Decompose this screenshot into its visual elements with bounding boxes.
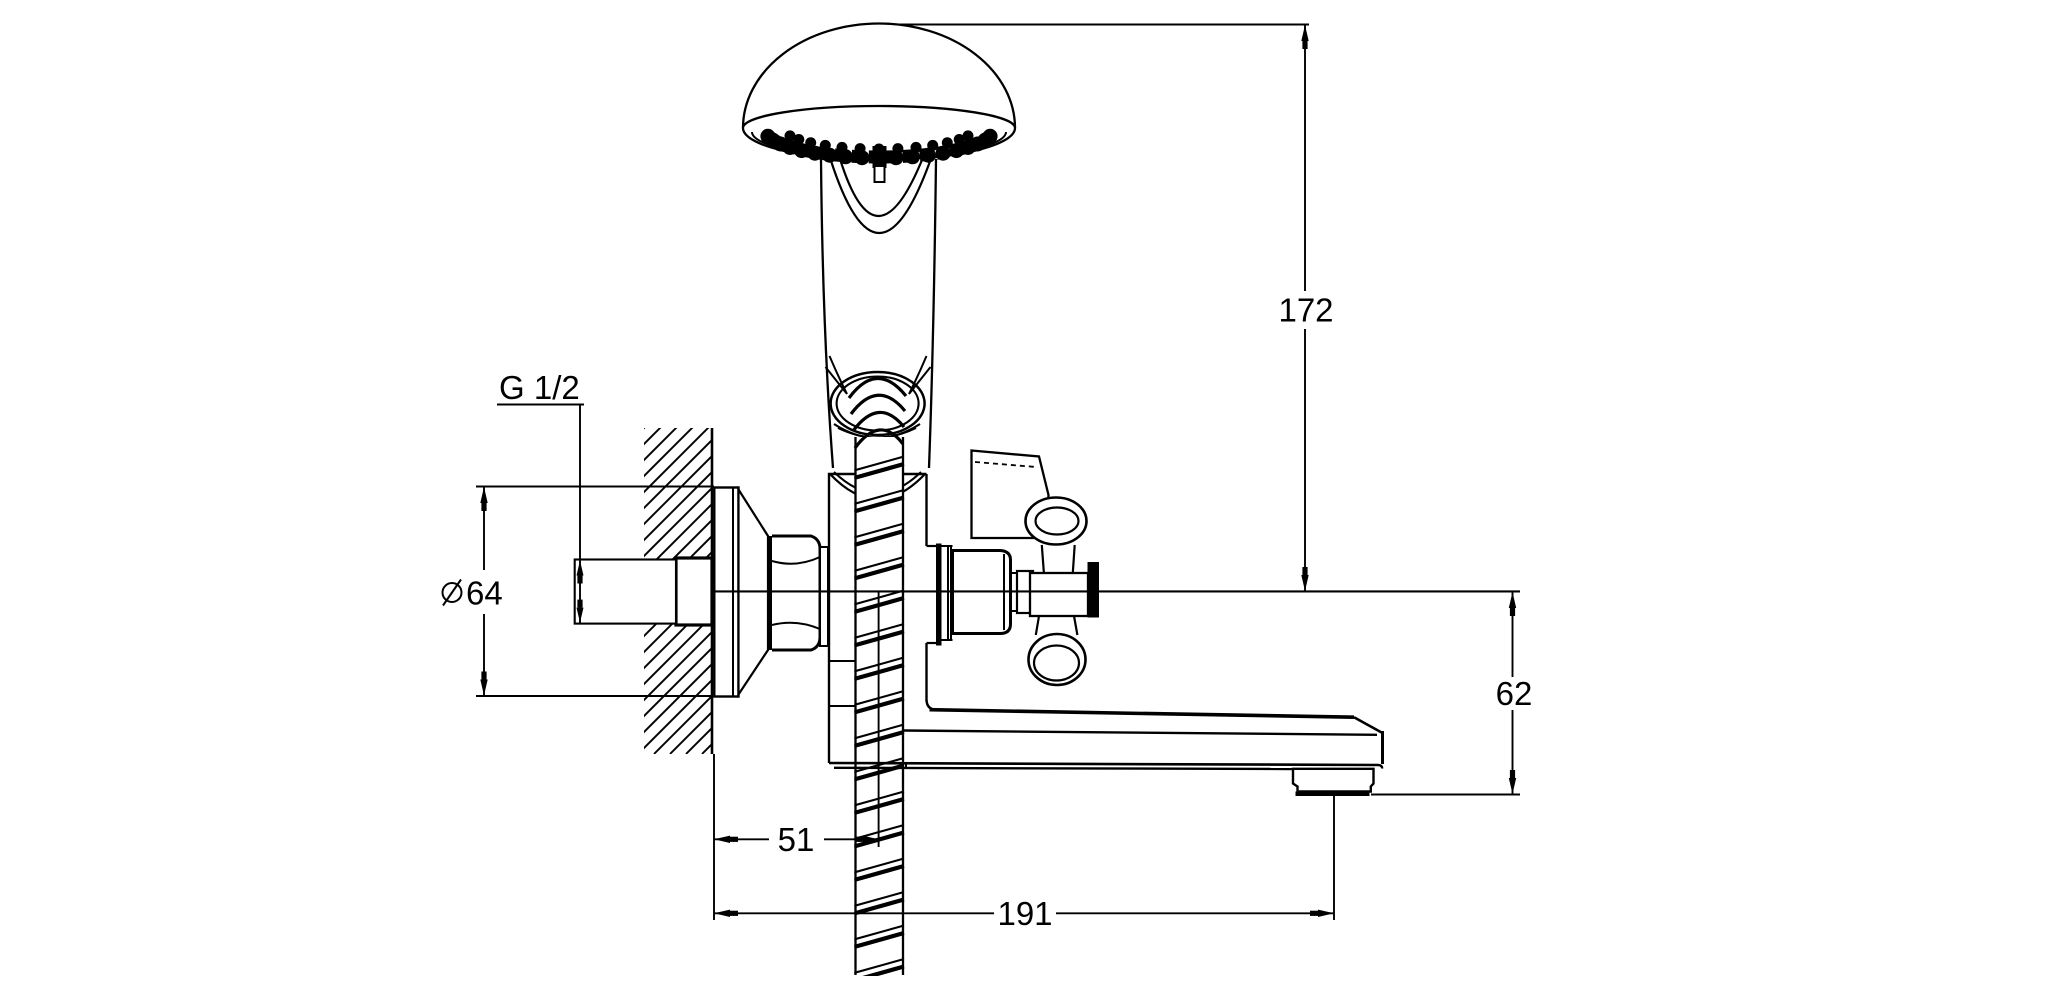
svg-text:G 1/2: G 1/2 [499, 369, 580, 406]
svg-text:191: 191 [997, 895, 1052, 932]
svg-text:172: 172 [1278, 292, 1333, 329]
svg-text:62: 62 [1496, 675, 1533, 712]
svg-text:64: 64 [466, 575, 503, 612]
svg-text:51: 51 [778, 821, 815, 858]
